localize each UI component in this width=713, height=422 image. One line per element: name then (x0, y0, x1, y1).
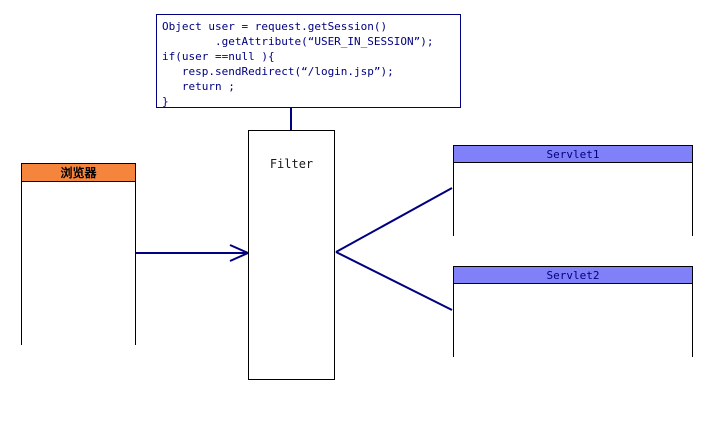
connector-filter-to-servlet1 (335, 187, 453, 253)
browser-box[interactable]: 浏览器 (21, 163, 136, 362)
servlet2-title-bar: Servlet2 (454, 267, 692, 284)
browser-body (22, 182, 135, 362)
servlet1-title-bar: Servlet1 (454, 146, 692, 163)
filter-box[interactable]: Filter (248, 130, 335, 380)
code-note-box: Object user = request.getSession() .getA… (156, 14, 461, 108)
code-note-text: Object user = request.getSession() .getA… (162, 20, 434, 108)
servlet1-body (454, 163, 692, 252)
browser-title-bar: 浏览器 (22, 164, 135, 182)
servlet2-label: Servlet2 (546, 268, 600, 282)
filter-label: Filter (269, 157, 314, 171)
servlet1-box[interactable]: Servlet1 (453, 145, 693, 252)
servlet2-body (454, 284, 692, 373)
connector-filter-to-servlet2 (335, 251, 453, 311)
arrowhead-filter-inbound (229, 244, 251, 262)
servlet2-box[interactable]: Servlet2 (453, 266, 693, 373)
browser-label: 浏览器 (60, 166, 97, 180)
servlet1-label: Servlet1 (546, 147, 600, 161)
